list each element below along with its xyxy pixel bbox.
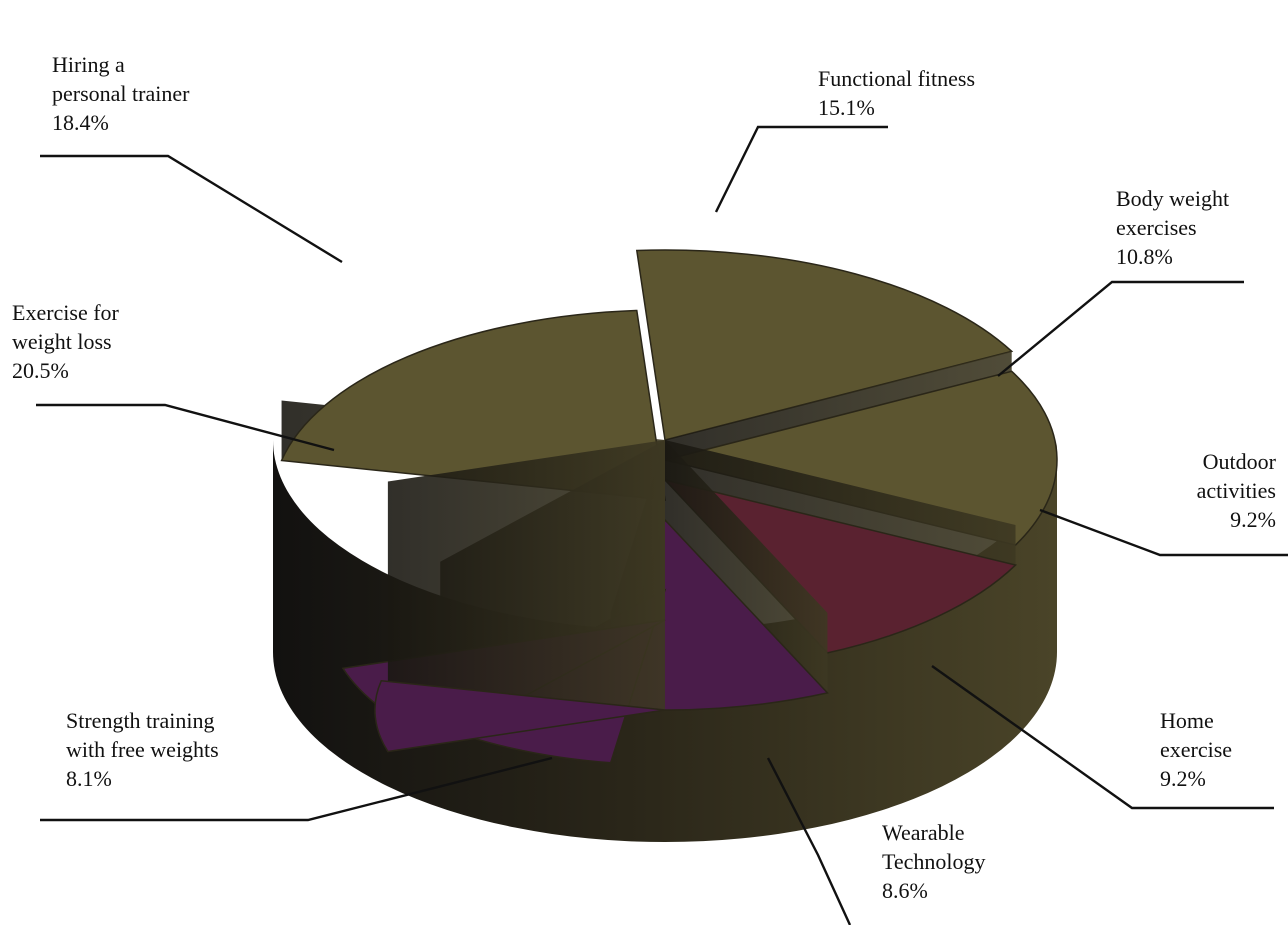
slice-name-line: personal trainer — [52, 81, 190, 106]
pie-top-layer — [280, 249, 1058, 764]
slice-value: 10.8% — [1116, 244, 1173, 269]
leader-line-functional_fitness — [714, 125, 888, 213]
slice-name-line: Technology — [882, 849, 986, 874]
slice-name-line: Body weight — [1116, 186, 1230, 211]
slice-value: 18.4% — [52, 110, 109, 135]
slice-value: 8.6% — [882, 878, 928, 903]
leader-line-personal_trainer — [40, 154, 343, 264]
slice-name-line: exercises — [1116, 215, 1197, 240]
pie-slice-weight_loss — [280, 309, 666, 501]
slice-label-home: Home exercise 9.2% — [1160, 706, 1232, 793]
slice-name-line: activities — [1196, 478, 1276, 503]
leader-line-outdoor — [1039, 508, 1288, 557]
slice-name-line: Strength training — [66, 708, 215, 733]
pie-slice-functional_fitness — [664, 370, 1058, 546]
slice-wall — [665, 351, 1012, 460]
slice-name-line: Wearable — [882, 820, 965, 845]
slice-wall — [665, 440, 828, 693]
slice-name-line: Home — [1160, 708, 1214, 733]
slice-wall — [665, 440, 1016, 566]
slice-label-body-weight: Body weight exercises 10.8% — [1116, 184, 1229, 271]
slice-value: 9.2% — [1230, 507, 1276, 532]
pie-slice-personal_trainer — [635, 249, 1014, 441]
leader-line-wearable — [766, 757, 852, 925]
slice-name-line: Functional fitness — [818, 66, 976, 91]
leader-line-layer — [36, 125, 1288, 925]
slice-value: 20.5% — [12, 358, 69, 383]
slice-label-weight-loss: Exercise for weight loss 20.5% — [12, 298, 119, 385]
slice-label-outdoor: Outdoor activities 9.2% — [1197, 447, 1276, 534]
slice-wall — [387, 440, 665, 752]
pie-slice-body_weight — [662, 478, 1018, 654]
slice-label-functional-fitness: Functional fitness 15.1% — [818, 64, 975, 122]
pie-slice-free_weights — [374, 679, 666, 753]
slice-label-personal-trainer: Hiring a personal trainer 18.4% — [52, 50, 189, 137]
slice-name-line: exercise — [1160, 737, 1233, 762]
leader-line-weight_loss — [36, 403, 335, 452]
slice-name-line: weight loss — [12, 329, 112, 354]
leader-line-home — [931, 665, 1274, 810]
slice-value: 9.2% — [1160, 766, 1206, 791]
slice-name-line: with free weights — [66, 737, 219, 762]
slice-label-free-weights: Strength training with free weights 8.1% — [66, 706, 219, 793]
slice-value: 8.1% — [66, 766, 112, 791]
leader-line-body_weight — [997, 280, 1244, 377]
slice-name-line: Hiring a — [52, 52, 125, 77]
slice-value: 15.1% — [818, 95, 875, 120]
slice-name-line: Exercise for — [12, 300, 119, 325]
slice-name-line: Outdoor — [1202, 449, 1276, 474]
leader-line-free_weights — [40, 756, 553, 822]
slice-label-wearable: Wearable Technology 8.6% — [882, 818, 986, 905]
